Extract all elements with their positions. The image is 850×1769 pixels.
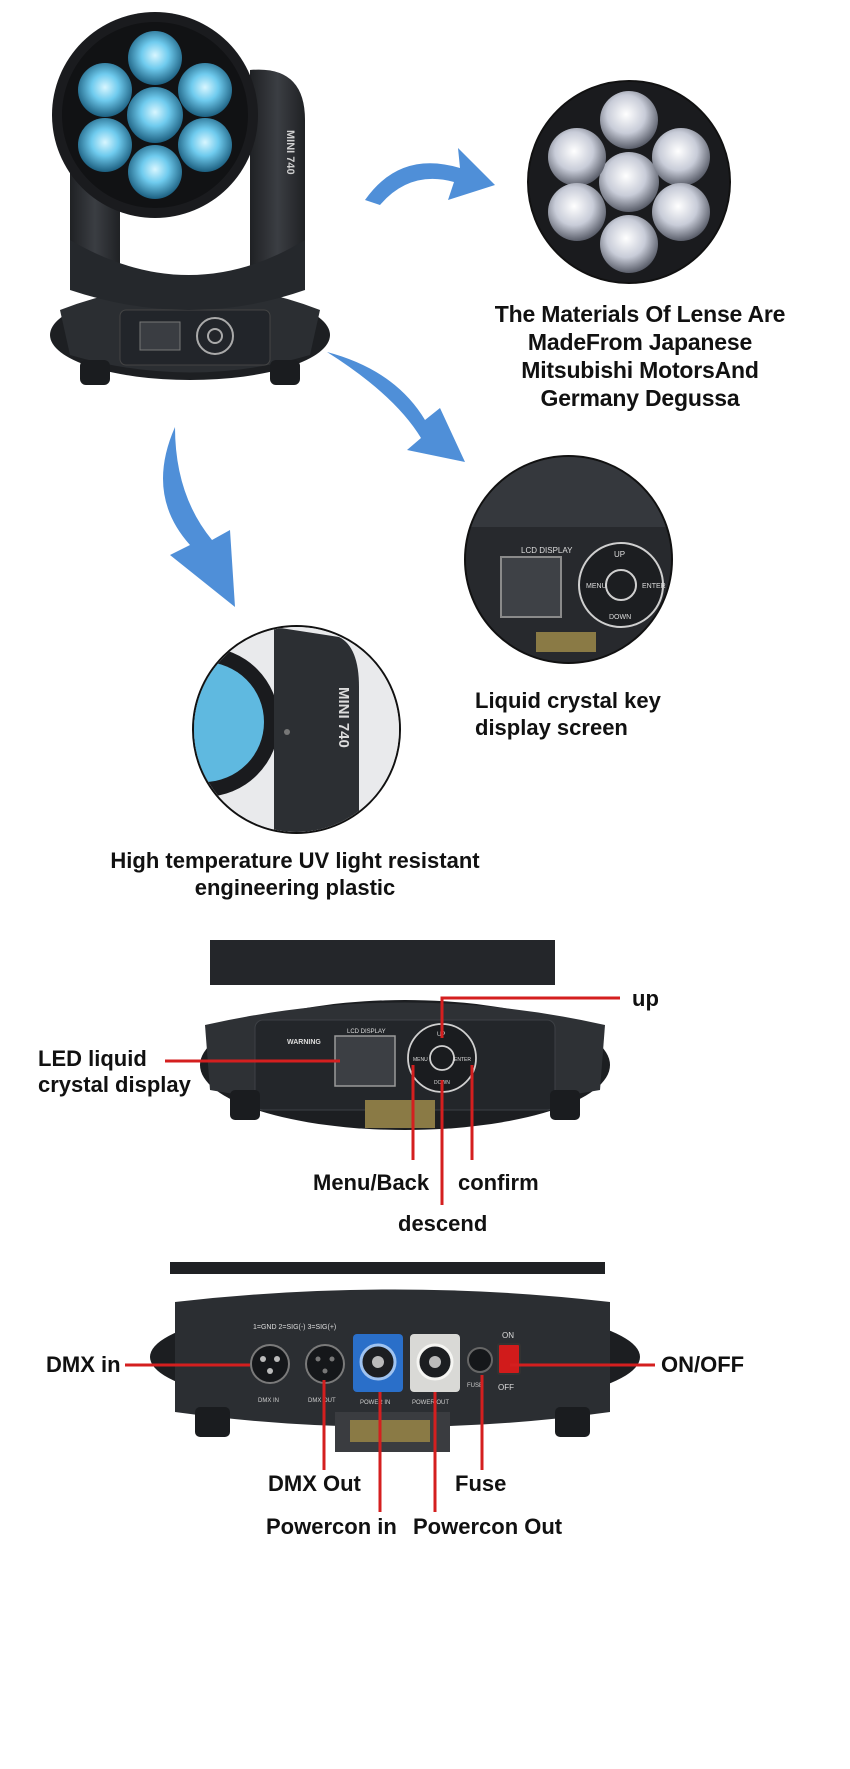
io-switch-off-text: OFF [498, 1383, 514, 1392]
dmx-in-callout-label: DMX in [46, 1352, 121, 1377]
fixture-main-image: MINI 740 [40, 10, 340, 390]
arrow-to-lcd [325, 350, 470, 465]
panel-warning-label: WARNING [287, 1039, 321, 1046]
lens-caption-line2: MadeFrom Japanese [527, 329, 753, 356]
plastic-caption-line2: engineering plastic [194, 874, 396, 900]
plastic-model-text: MINI 740 [335, 687, 352, 748]
io-switch-on-text: ON [502, 1331, 514, 1340]
powercon-out-callout-label: Powercon Out [413, 1514, 563, 1539]
led-display-label-line2: crystal display [38, 1071, 191, 1097]
plastic-caption: High temperature UV light resistant engi… [60, 848, 530, 902]
io-dmx-in-text: DMX IN [258, 1398, 279, 1404]
led-display-callout-label: LED liquid crystal display [38, 1046, 191, 1098]
io-fuse-text: FUSE [467, 1383, 483, 1389]
on-off-callout-label: ON/OFF [661, 1352, 745, 1377]
panel-enter-label: ENTER [454, 1057, 471, 1063]
lcd-menu-label: MENU [586, 583, 607, 590]
plastic-closeup-circle: MINI 740 [192, 625, 401, 834]
lcd-caption: Liquid crystal key display screen [475, 688, 725, 742]
lens-caption-line3: Mitsubishi MotorsAnd [521, 357, 759, 384]
arrow-to-lens [360, 140, 500, 210]
dmx-out-callout-label: DMX Out [268, 1471, 361, 1496]
panel-menu-label: MENU [413, 1057, 428, 1063]
lcd-caption-line1: Liquid crystal key [475, 688, 661, 713]
lens-caption: The Materials Of Lense Are MadeFrom Japa… [440, 300, 840, 412]
up-callout-label: up [632, 986, 659, 1011]
arrow-to-plastic [150, 425, 245, 610]
led-display-label-line1: LED liquid [38, 1046, 147, 1071]
io-power-out-text: POWER OUT [412, 1400, 449, 1406]
lcd-display-label: LCD DISPLAY [521, 546, 573, 555]
lcd-enter-label: ENTER [642, 583, 666, 590]
fuse-callout-label: Fuse [455, 1471, 507, 1496]
io-pin-legend: 1=GND 2=SIG(-) 3=SIG(+) [253, 1324, 336, 1331]
fixture-model-text: MINI 740 [284, 130, 296, 175]
lens-caption-line4: Germany Degussa [540, 385, 740, 412]
lens-closeup-circle [527, 80, 731, 284]
confirm-callout-label: confirm [458, 1170, 539, 1195]
powercon-in-callout-label: Powercon in [266, 1514, 397, 1539]
lcd-up-label: UP [614, 550, 625, 559]
menu-back-callout-label: Menu/Back [313, 1170, 430, 1195]
panel-lcd-label: LCD DISPLAY [347, 1029, 386, 1035]
plastic-caption-line1: High temperature UV light resistant [110, 848, 480, 873]
lcd-closeup-circle: LCD DISPLAY UP MENU ENTER DOWN [464, 455, 673, 664]
io-panel-image: 1=GND 2=SIG(-) 3=SIG(+) DMX IN DMX OUT P… [150, 1262, 645, 1457]
io-power-in-text: POWER IN [360, 1400, 390, 1406]
lcd-caption-line2: display screen [475, 714, 628, 740]
lcd-down-label: DOWN [609, 614, 631, 621]
descend-callout-label: descend [398, 1211, 488, 1236]
io-dmx-out-text: DMX OUT [308, 1398, 336, 1404]
lens-caption-line1: The Materials Of Lense Are [494, 301, 786, 327]
